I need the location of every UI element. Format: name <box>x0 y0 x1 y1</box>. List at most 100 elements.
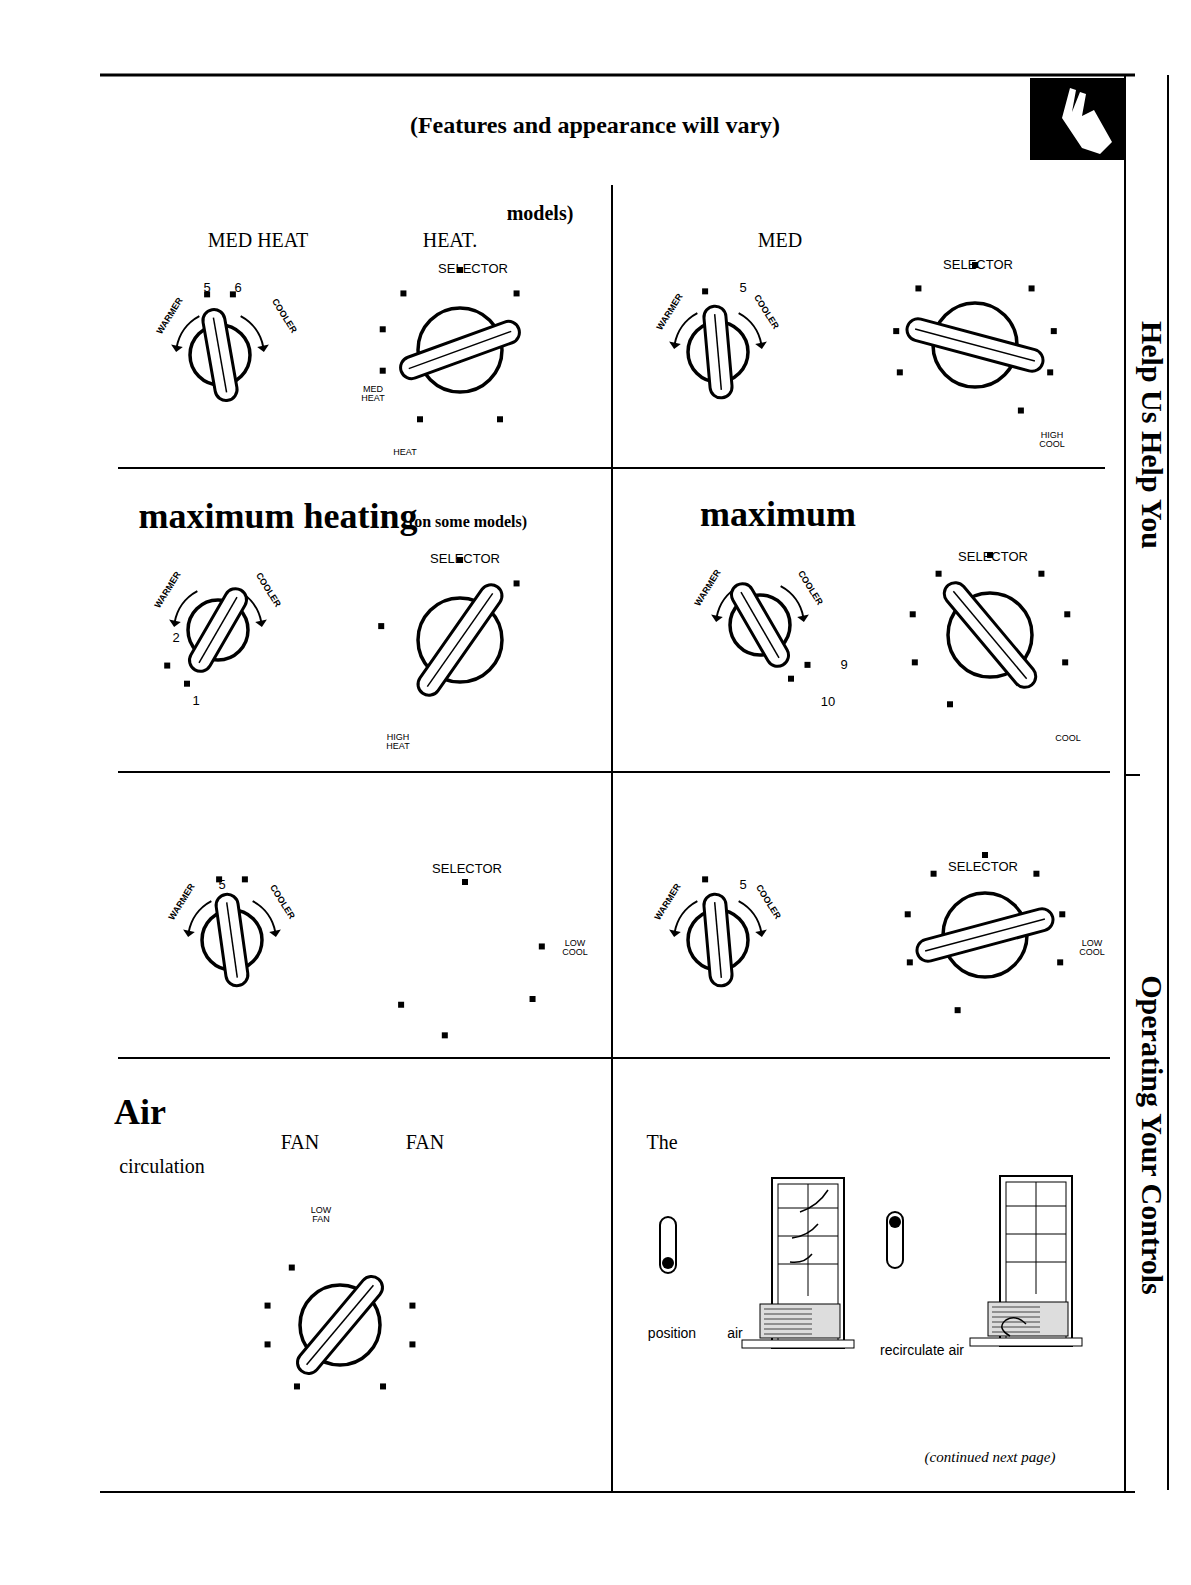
detent-mark <box>378 623 384 629</box>
rule-line <box>100 74 1135 77</box>
detent-mark <box>910 611 916 617</box>
detent-mark <box>905 911 911 917</box>
control-label: SELECTOR <box>943 258 1013 271</box>
control-label: HEAT <box>393 448 416 457</box>
detent-mark <box>1064 611 1070 617</box>
control-label: 9 <box>840 658 847 671</box>
rule-line <box>118 771 1110 773</box>
detent-mark <box>417 416 423 422</box>
control-label: COOLER <box>254 571 282 608</box>
control-label: FAN <box>281 1132 320 1152</box>
arrow-head <box>269 930 281 937</box>
control-label: COOL <box>1055 734 1081 743</box>
selector-knob <box>398 308 523 392</box>
control-label: maximum heating <box>139 498 418 534</box>
arrow-head <box>669 930 681 937</box>
selector-knob <box>414 580 507 699</box>
arrow-head <box>755 930 767 937</box>
control-label: LOW COOL <box>561 939 589 957</box>
detent-mark <box>294 1383 300 1389</box>
control-label: COOLER <box>796 569 824 606</box>
detent-mark <box>912 659 918 665</box>
control-label: MED <box>758 230 802 250</box>
control-label: (on some models) <box>409 514 527 530</box>
detent-mark <box>1059 911 1065 917</box>
vent-slider <box>660 1217 676 1273</box>
control-label: COOLER <box>268 883 296 920</box>
control-label: maximum <box>700 496 856 532</box>
arrow-head <box>711 615 723 622</box>
control-label: 5 <box>218 878 225 891</box>
control-label: 5 <box>739 281 746 294</box>
temperature-knob <box>202 893 262 987</box>
airflow-arrow <box>790 1190 828 1262</box>
section-tab <box>1030 78 1125 160</box>
detent-mark <box>1047 369 1053 375</box>
control-label: FAN <box>406 1132 445 1152</box>
rule-line <box>100 1491 1135 1493</box>
detent-mark <box>462 879 468 885</box>
detent-mark <box>907 959 913 965</box>
arrow-head <box>183 930 195 937</box>
control-label: LOW COOL <box>1078 939 1106 957</box>
detent-mark <box>184 681 190 687</box>
control-label: 10 <box>821 695 835 708</box>
control-label: Air <box>114 1094 166 1130</box>
arrow-head <box>169 620 181 627</box>
detent-mark <box>442 1032 448 1038</box>
detent-mark <box>1033 871 1039 877</box>
fan-knob <box>293 1272 387 1378</box>
detent-mark <box>804 662 810 668</box>
arrow-head <box>255 620 267 627</box>
rule-line <box>1125 774 1140 776</box>
detent-mark <box>936 571 942 577</box>
selector-knob <box>905 303 1046 387</box>
control-label: SELECTOR <box>958 550 1028 563</box>
detent-mark <box>409 1303 415 1309</box>
temperature-knob <box>185 585 250 676</box>
detent-mark <box>380 368 386 374</box>
control-label: MED HEAT <box>208 230 309 250</box>
window-unit <box>742 1178 854 1348</box>
control-label: HEAT. <box>423 230 478 250</box>
control-label: WARMER <box>167 882 196 922</box>
detent-mark <box>893 328 899 334</box>
page-heading: (Features and appearance will vary) <box>410 113 780 137</box>
rule-line <box>118 1057 1110 1059</box>
temperature-knob <box>688 305 748 399</box>
control-label: HIGH HEAT <box>384 733 412 751</box>
temperature-knob <box>727 580 792 671</box>
airflow-arrow <box>1002 1318 1026 1336</box>
temperature-knob <box>190 308 250 402</box>
selector-knob <box>915 893 1056 977</box>
arrow-head <box>257 345 269 352</box>
control-label: HIGH COOL <box>1038 431 1066 449</box>
detent-mark <box>289 1265 295 1271</box>
control-label: WARMER <box>155 296 184 336</box>
control-label: position <box>648 1326 696 1340</box>
control-label: COOLER <box>752 293 780 330</box>
arrow-head <box>797 615 809 622</box>
detent-mark <box>400 290 406 296</box>
control-label: SELECTOR <box>948 860 1018 873</box>
detent-mark <box>242 876 248 882</box>
detent-mark <box>931 871 937 877</box>
control-label: 5 <box>203 281 210 294</box>
detent-mark <box>497 416 503 422</box>
detent-mark <box>164 663 170 669</box>
detent-mark <box>915 285 921 291</box>
detent-mark <box>380 326 386 332</box>
detent-mark <box>514 580 520 586</box>
control-label: SELECTOR <box>430 552 500 565</box>
control-label: COOLER <box>270 297 298 334</box>
rule-line <box>118 467 1105 469</box>
control-label: The <box>646 1132 677 1152</box>
rule-line <box>611 185 613 1492</box>
control-label: Help Us Help You <box>1137 321 1167 549</box>
arrow-head <box>669 342 681 349</box>
control-label: 2 <box>172 631 179 644</box>
control-label: COOLER <box>754 883 782 920</box>
rule-line <box>1167 75 1169 1490</box>
control-label: MED HEAT <box>359 385 387 403</box>
